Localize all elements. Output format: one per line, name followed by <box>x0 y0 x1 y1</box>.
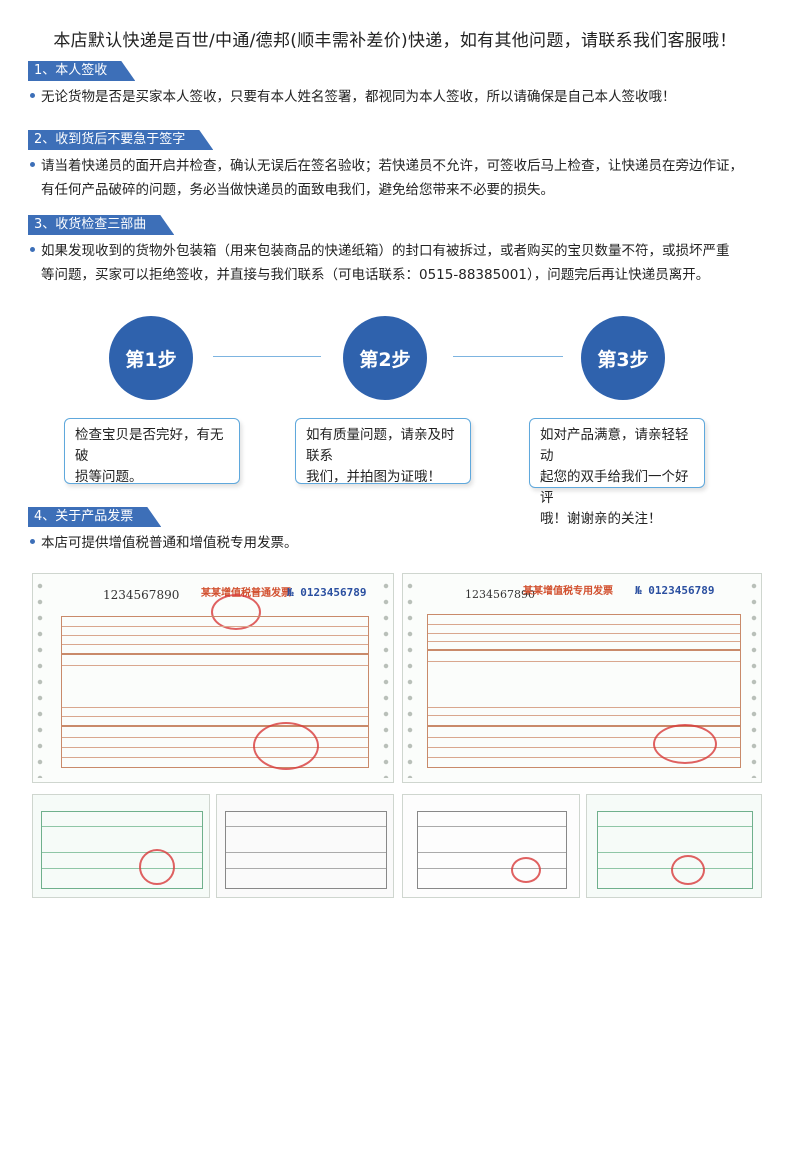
bullet-dot-icon <box>30 246 35 252</box>
section-tag-1: 1、本人签收 <box>28 61 135 81</box>
section-tag-4: 4、关于产品发票 <box>28 507 161 527</box>
section-3-line-2: 等问题，买家可以拒绝签收，并直接与我们联系（可电话联系：0515-8838500… <box>41 267 710 283</box>
invoice-2-serial: 1234567890 <box>465 588 535 601</box>
seal-stamp-icon <box>253 722 319 770</box>
top-notice: 本店默认快递是百世/中通/德邦(顺丰需补差价)快递，如有其他问题，请联系我们客服… <box>53 31 737 51</box>
section-3-line-1: 如果发现收到的货物外包装箱（用来包装商品的快递纸箱）的封口有被拆过，或者购买的宝… <box>30 240 730 262</box>
section-tag-2: 2、收到货后不要急于签字 <box>28 130 213 150</box>
step-1-circle: 第1步 <box>109 316 193 400</box>
invoice-image-1: 1234567890 某某增值税普通发票 № 0123456789 <box>32 573 394 783</box>
invoice-1-serial: 1234567890 <box>103 588 180 602</box>
step-2-circle: 第2步 <box>343 316 427 400</box>
invoice-thumb-1 <box>32 794 210 898</box>
step-3-box: 如对产品满意，请亲轻轻动起您的双手给我们一个好评哦！谢谢亲的关注！ <box>529 418 705 527</box>
seal-stamp-icon <box>671 855 705 885</box>
seal-stamp-icon <box>653 724 717 764</box>
seal-stamp-icon <box>211 594 261 630</box>
invoice-1-title: 某某增值税普通发票 <box>201 588 291 599</box>
section-tag-3: 3、收货检查三部曲 <box>28 215 174 235</box>
invoice-image-2: 1234567890 某某增值税专用发票 № 0123456789 <box>402 573 762 783</box>
invoice-thumb-2 <box>216 794 394 898</box>
step-2-box: 如有质量问题，请亲及时联系我们，并拍图为证哦！ <box>295 418 471 485</box>
section-2-line-1: 请当着快递员的面开启并检查，确认无误后在签名验收；若快递员不允许，可签收后马上检… <box>30 155 743 177</box>
section-1-line-1: 无论货物是否是买家本人签收，只要有本人姓名签署，都视同为本人签收，所以请确保是自… <box>30 86 676 108</box>
invoice-thumb-4 <box>586 794 762 898</box>
step-1-box: 检查宝贝是否完好，有无破损等问题。 <box>64 418 240 485</box>
section-2-line-2: 有任何产品破碎的问题，务必当做快递员的面致电我们，避免给您带来不必要的损失。 <box>41 182 554 198</box>
step-3-circle: 第3步 <box>581 316 665 400</box>
invoice-1-number: № 0123456789 <box>287 586 367 599</box>
bullet-dot-icon <box>30 161 35 167</box>
invoice-2-title: 某某增值税专用发票 <box>523 586 613 597</box>
step-connector-2 <box>453 356 563 357</box>
invoice-2-number: № 0123456789 <box>635 584 715 597</box>
section-4-line-1: 本店可提供增值税普通和增值税专用发票。 <box>30 532 298 554</box>
seal-stamp-icon <box>511 857 541 883</box>
bullet-dot-icon <box>30 538 35 544</box>
step-connector-1 <box>213 356 321 357</box>
seal-stamp-icon <box>139 849 175 885</box>
bullet-dot-icon <box>30 92 35 98</box>
invoice-thumb-3 <box>402 794 580 898</box>
